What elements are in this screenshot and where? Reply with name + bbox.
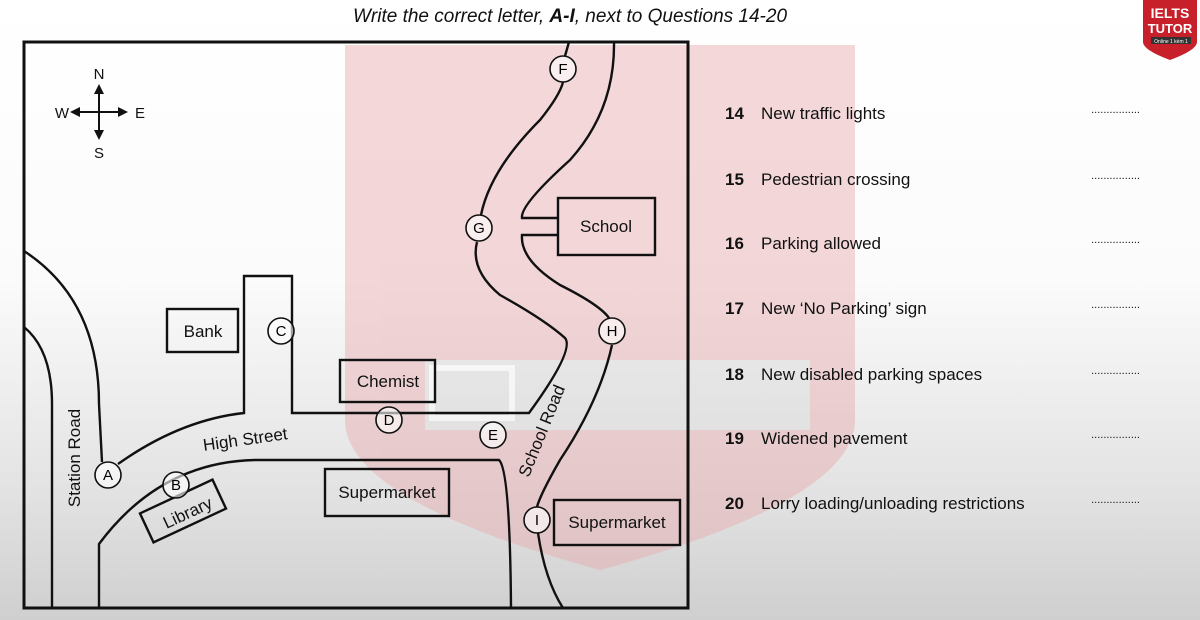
point-letter: I <box>535 512 539 529</box>
instruction-text: Write the correct letter, A-I, next to Q… <box>0 6 1140 28</box>
answer-blank[interactable]: ................ <box>1091 429 1140 441</box>
high-street-north-edge <box>117 241 568 465</box>
supermarket-label-1: Supermarket <box>338 483 436 502</box>
station-road-label: Station Road <box>65 409 84 507</box>
compass-north: N <box>94 66 105 83</box>
question-14: 14 New traffic lights................ <box>725 104 1140 124</box>
supermarket-box-1 <box>323 467 451 518</box>
point-marker-e: E <box>479 421 507 449</box>
school-road-east-edge-north <box>520 41 616 220</box>
point-letter: C <box>276 323 287 340</box>
answer-blank[interactable]: ................ <box>1091 234 1140 246</box>
point-letter: F <box>558 61 567 78</box>
question-number: 20 <box>725 494 744 513</box>
question-text: New disabled parking spaces <box>761 365 983 384</box>
point-circle <box>465 214 493 242</box>
point-marker-i: I <box>523 506 551 534</box>
high-street-label: High Street <box>202 424 289 455</box>
supermarket-label-2: Supermarket <box>568 513 666 532</box>
question-text: Widened pavement <box>761 429 908 448</box>
instruction-letters: A-I <box>549 6 575 27</box>
answer-blank[interactable]: ................ <box>1091 494 1140 506</box>
answer-blank[interactable]: ................ <box>1091 299 1140 311</box>
question-19: 19 Widened pavement................ <box>725 429 1140 449</box>
map-frame <box>22 40 690 610</box>
answer-blank[interactable]: ................ <box>1091 170 1140 182</box>
high-street-south-edge <box>97 458 513 609</box>
answer-blank[interactable]: ................ <box>1091 104 1140 116</box>
point-marker-c: C <box>267 317 295 345</box>
point-circle <box>523 506 551 534</box>
point-marker-a: A <box>94 461 122 489</box>
chemist-box <box>338 358 437 404</box>
question-number: 16 <box>725 234 744 253</box>
question-number: 19 <box>725 429 744 448</box>
question-text: Pedestrian crossing <box>761 170 911 189</box>
point-marker-g: G <box>465 214 493 242</box>
school-road-west-edge-north <box>479 41 571 216</box>
ielts-tutor-logo: IELTS TUTOR Online 1 kèm 1 <box>1143 0 1197 60</box>
question-15: 15 Pedestrian crossing................ <box>725 170 1140 190</box>
question-16: 16 Parking allowed................ <box>725 234 1140 254</box>
supermarket-box-2 <box>552 498 682 547</box>
point-circle <box>375 406 403 434</box>
bank-box <box>165 307 240 354</box>
instruction-prefix: Write the correct letter, <box>352 6 550 27</box>
point-marker-d: D <box>375 406 403 434</box>
point-marker-h: H <box>598 317 626 345</box>
point-letter: A <box>103 467 113 484</box>
question-number: 18 <box>725 365 744 384</box>
question-number: 17 <box>725 299 744 318</box>
station-road-west-edge <box>23 326 54 608</box>
point-marker-b: B <box>162 471 190 499</box>
question-text: New ‘No Parking’ sign <box>761 299 927 318</box>
logo-line1: IELTS <box>1151 5 1190 21</box>
answer-blank[interactable]: ................ <box>1091 365 1140 377</box>
question-20: 20 Lorry loading/unloading restrictions..… <box>725 494 1140 514</box>
compass-icon: N S W E <box>55 66 145 162</box>
bank-label: Bank <box>184 322 223 341</box>
point-circle <box>94 461 122 489</box>
point-circle <box>267 317 295 345</box>
question-text: Lorry loading/unloading restrictions <box>761 494 1025 513</box>
chemist-label: Chemist <box>357 372 420 391</box>
question-number: 15 <box>725 170 744 189</box>
point-letter: H <box>607 323 618 340</box>
point-circle <box>549 55 577 83</box>
compass-south: S <box>94 145 104 162</box>
question-number: 14 <box>725 104 744 123</box>
logo-line3: Online 1 kèm 1 <box>1154 39 1188 45</box>
point-letter: B <box>171 477 181 494</box>
compass-west: W <box>55 105 70 122</box>
point-circle <box>162 471 190 499</box>
point-marker-f: F <box>549 55 577 83</box>
point-circle <box>598 317 626 345</box>
point-circle <box>479 421 507 449</box>
school-label: School <box>580 217 632 236</box>
station-road-east-edge <box>23 249 104 463</box>
point-letter: E <box>488 427 498 444</box>
logo-line2: TUTOR <box>1148 21 1193 36</box>
question-text: Parking allowed <box>761 234 882 253</box>
instruction-suffix: , next to Questions 14-20 <box>574 6 788 27</box>
point-letter: G <box>473 220 485 237</box>
question-17: 17 New ‘No Parking’ sign................ <box>725 299 1140 319</box>
compass-east: E <box>135 105 145 122</box>
question-text: New traffic lights <box>761 104 886 123</box>
point-letter: D <box>384 412 395 429</box>
school-road-east-edge-south <box>520 233 614 609</box>
question-18: 18 New disabled parking spaces...........… <box>725 365 1140 385</box>
school-box <box>556 196 657 257</box>
